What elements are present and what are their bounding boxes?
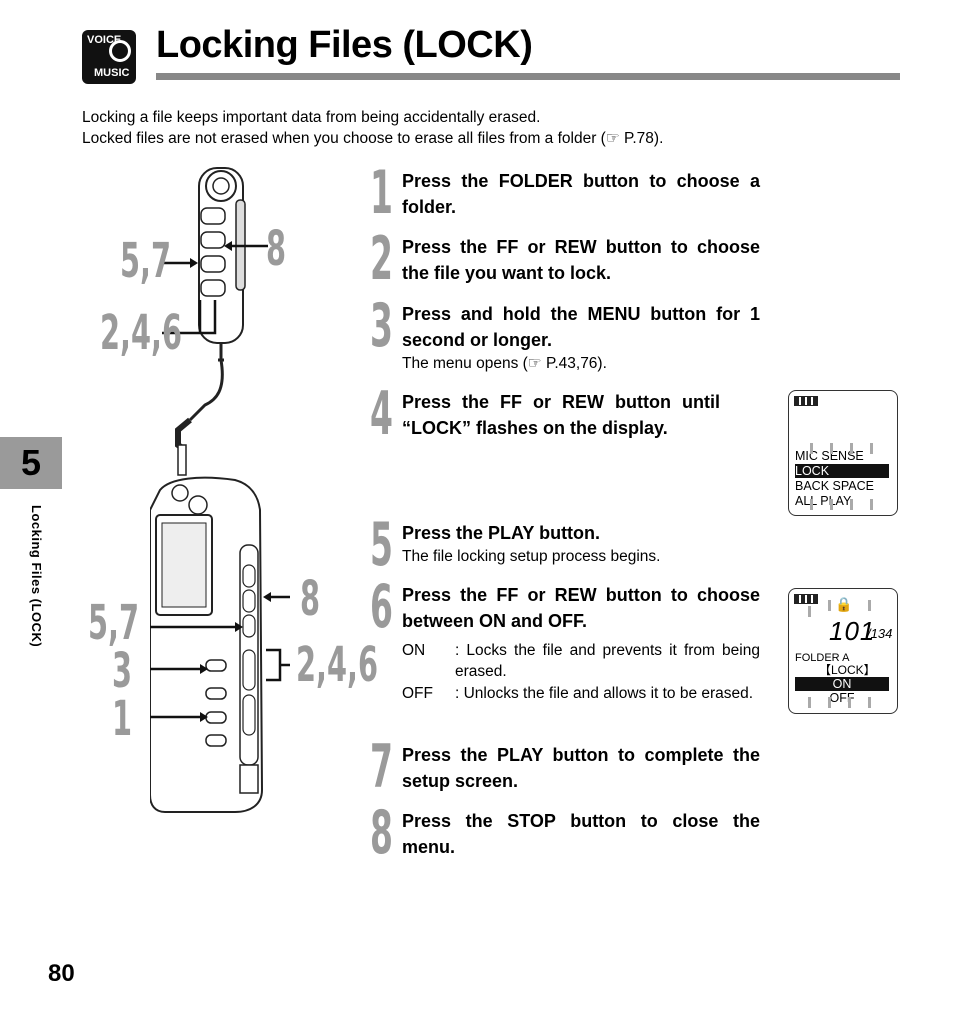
flash-mark (850, 499, 853, 510)
flash-mark (830, 443, 833, 454)
flash-mark (808, 606, 811, 617)
step-number: 1 (370, 158, 393, 228)
page-title: Locking Files (LOCK) (156, 24, 533, 66)
flash-mark (868, 600, 871, 611)
step-number: 8 (370, 798, 393, 868)
logo-text-music: MUSIC (94, 67, 130, 79)
music-note-icon (109, 40, 131, 62)
step-instruction: Press the FF or REW button to choose the… (402, 237, 760, 283)
step-number: 2 (370, 224, 393, 294)
step-4: 4 Press the FF or REW button until “LOCK… (370, 383, 720, 445)
callout-remote-2-4-6: 2,4,6 (100, 305, 183, 361)
flash-mark (850, 443, 853, 454)
callout-body-1: 1 (112, 691, 133, 747)
option-list: ON : Locks the file and prevents it from… (402, 640, 760, 704)
flash-mark (828, 600, 831, 611)
chapter-side-label-text: Locking Files (LOCK) (29, 505, 44, 648)
chapter-tab: 5 (0, 437, 62, 489)
step-8: 8 Press the STOP button to close the men… (370, 802, 760, 864)
step-instruction: Press the PLAY button to complete the se… (402, 745, 760, 791)
step-6: 6 Press the FF or REW button to choose b… (370, 576, 760, 705)
battery-icon (794, 594, 818, 604)
step-instruction: Press the FF or REW button to choose bet… (402, 585, 760, 631)
step-1: 1 Press the FOLDER button to choose a fo… (370, 162, 760, 224)
intro-line-2: Locked files are not erased when you cho… (82, 130, 664, 147)
callout-body-2-4-6: 2,4,6 (296, 637, 379, 693)
voice-music-logo: VOICE MUSIC (82, 30, 136, 84)
recorder-body-drawing (150, 476, 264, 813)
lcd-folder-label: FOLDER A (795, 652, 850, 664)
step-3: 3 Press and hold the MENU button for 1 s… (370, 295, 760, 374)
callout-remote-5-7: 5,7 (120, 233, 172, 289)
flash-mark (828, 697, 831, 708)
lcd-menu-item: ALL PLAY (795, 494, 852, 508)
step-note: The file locking setup process begins. (402, 548, 661, 565)
option-off: OFF : Unlocks the file and allows it to … (402, 683, 760, 704)
title-underline (156, 73, 900, 80)
flash-mark (868, 697, 871, 708)
flash-mark (810, 499, 813, 510)
lock-icon: 🔒 (835, 596, 853, 612)
lcd-lock-label: 【LOCK】 (819, 663, 876, 677)
lcd-file-number: 101 (829, 616, 876, 646)
flash-mark (808, 697, 811, 708)
step-instruction: Press the FF or REW button until “LOCK” … (402, 392, 720, 438)
intro-text: Locking a file keeps important data from… (82, 107, 663, 149)
option-description: : Unlocks the file and allows it to be e… (455, 685, 754, 702)
callout-body-3: 3 (112, 643, 133, 699)
lcd-file-total: /134 (867, 626, 893, 641)
step-instruction: Press the STOP button to close the menu. (402, 811, 760, 857)
option-term: OFF (402, 685, 433, 702)
recorder-illustration (150, 167, 290, 813)
remote-control-drawing (175, 167, 246, 476)
flash-mark (830, 499, 833, 510)
step-instruction: Press the FOLDER button to choose a fold… (402, 171, 760, 217)
chapter-side-label: Locking Files (LOCK) (24, 505, 44, 685)
step-instruction: Press the PLAY button. (402, 523, 601, 543)
arrow-remote-menu (162, 300, 217, 335)
step-5: 5 Press the PLAY button. The file lockin… (370, 514, 760, 576)
callout-body-5-7: 5,7 (88, 595, 140, 651)
callout-body-8: 8 (300, 571, 321, 627)
flash-mark (848, 697, 851, 708)
step-number: 4 (370, 379, 393, 449)
callout-remote-8: 8 (266, 221, 287, 277)
flash-mark (870, 443, 873, 454)
lcd-option-on-selected: ON (795, 677, 889, 691)
lcd-lock-display: 🔒 101 /134 FOLDER A 【LOCK】 ON OFF (788, 588, 898, 714)
step-number: 5 (370, 510, 393, 580)
flash-mark (870, 499, 873, 510)
option-term: ON (402, 642, 426, 659)
lcd-menu-item: BACK SPACE (795, 479, 874, 493)
step-7: 7 Press the PLAY button to complete the … (370, 736, 760, 798)
step-2: 2 Press the FF or REW button to choose t… (370, 228, 760, 290)
step-number: 3 (370, 291, 393, 361)
step-instruction: Press and hold the MENU button for 1 sec… (402, 304, 760, 350)
step-number: 7 (370, 732, 393, 802)
arrow-body-ff-rew (266, 648, 290, 682)
intro-line-1: Locking a file keeps important data from… (82, 109, 541, 126)
option-on: ON : Locks the file and prevents it from… (402, 640, 760, 682)
battery-icon (794, 396, 818, 406)
lcd-menu-item-selected: LOCK (795, 464, 889, 478)
option-description: : Locks the file and prevents it from be… (455, 642, 760, 680)
flash-mark (810, 443, 813, 454)
step-number: 6 (370, 572, 393, 642)
lcd-menu-display: MIC SENSE LOCK BACK SPACE ALL PLAY (788, 390, 898, 516)
page-number: 80 (48, 960, 75, 987)
step-note: The menu opens (☞ P.43,76). (402, 355, 607, 372)
